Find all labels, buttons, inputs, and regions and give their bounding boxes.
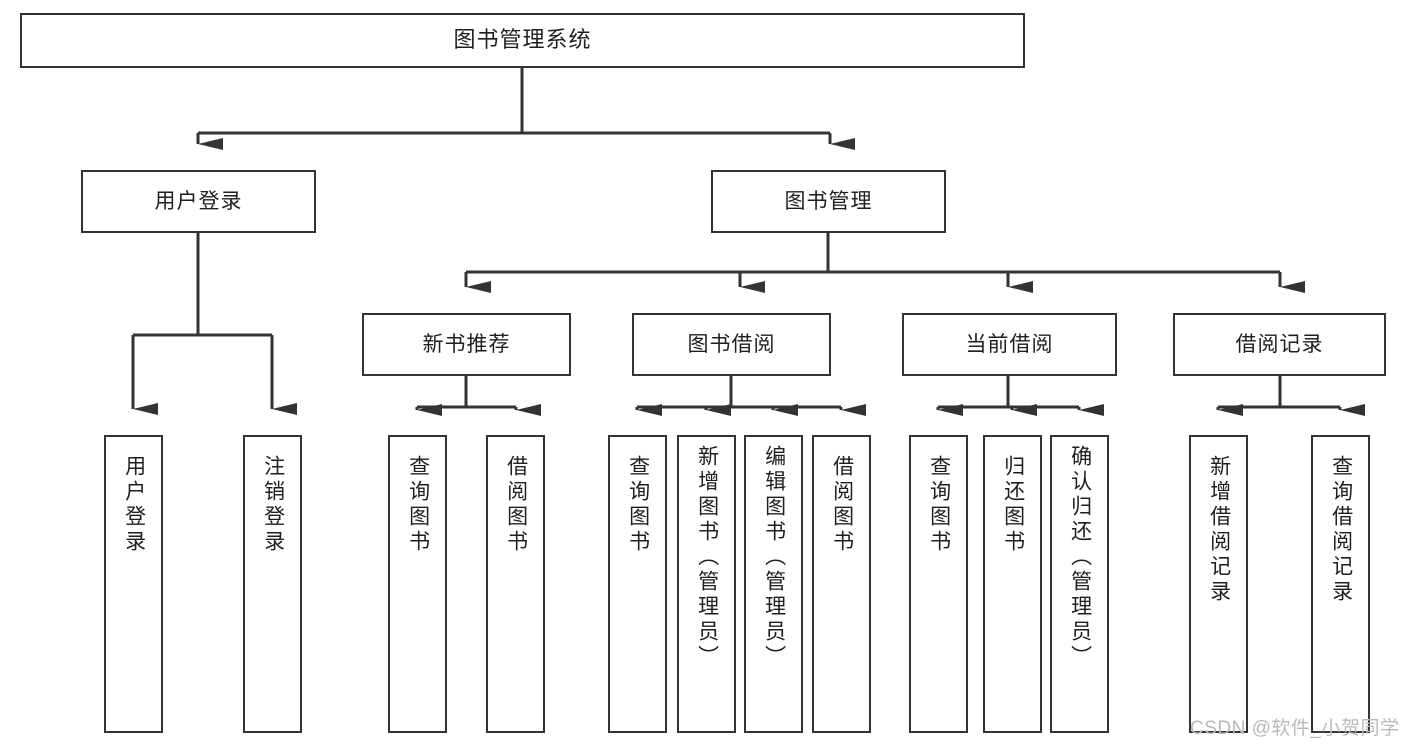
node-label: 确认归还（管理员） [1068, 445, 1092, 670]
node-new-book-rec[interactable]: 新书推荐 [362, 313, 571, 376]
node-leaf-user-login[interactable]: 用户登录 [104, 435, 163, 733]
node-leaf-query-book-borrow[interactable]: 查询图书 [608, 435, 667, 733]
node-user-login[interactable]: 用户登录 [81, 170, 316, 233]
node-label: 图书管理系统 [453, 27, 592, 53]
node-leaf-user-logout[interactable]: 注销登录 [243, 435, 302, 733]
edge-currentborrow-to-leaves [936, 376, 1104, 416]
node-label: 注销登录 [261, 455, 285, 555]
node-leaf-borrow-book-rec[interactable]: 借阅图书 [486, 435, 545, 733]
node-label: 借阅图书 [504, 455, 528, 555]
watermark-text: CSDN @软件_小贺同学 [1190, 718, 1400, 739]
edge-userlogin-to-leaves [131, 233, 297, 415]
node-current-borrow[interactable]: 当前借阅 [902, 313, 1117, 376]
node-leaf-add-record[interactable]: 新增借阅记录 [1189, 435, 1248, 733]
node-label: 查询图书 [406, 455, 430, 555]
node-label: 借阅图书 [830, 455, 854, 555]
node-book-manage[interactable]: 图书管理 [711, 170, 946, 233]
node-leaf-add-book[interactable]: 新增图书（管理员） [677, 435, 736, 733]
edge-newbookrec-to-leaves [415, 376, 541, 416]
edge-bookmanage-to-level3 [464, 233, 1305, 293]
node-leaf-borrow-book[interactable]: 借阅图书 [812, 435, 871, 733]
node-leaf-query-book-rec[interactable]: 查询图书 [388, 435, 447, 733]
node-label: 用户登录 [122, 455, 146, 555]
node-label: 图书管理 [784, 189, 873, 213]
node-label: 归还图书 [1001, 455, 1025, 555]
node-leaf-edit-book[interactable]: 编辑图书（管理员） [744, 435, 803, 733]
node-label: 新增图书（管理员） [695, 445, 719, 670]
node-label: 查询借阅记录 [1329, 455, 1353, 605]
node-label: 查询图书 [927, 455, 951, 555]
node-borrow-record[interactable]: 借阅记录 [1173, 313, 1386, 376]
edge-borrowrecord-to-leaves [1216, 376, 1365, 416]
node-leaf-query-book-cur[interactable]: 查询图书 [909, 435, 968, 733]
node-root-system[interactable]: 图书管理系统 [20, 13, 1025, 68]
node-label: 编辑图书（管理员） [762, 445, 786, 670]
node-label: 借阅记录 [1235, 332, 1324, 356]
node-label: 当前借阅 [965, 332, 1054, 356]
node-label: 新增借阅记录 [1207, 455, 1231, 605]
node-label: 查询图书 [626, 455, 650, 555]
node-label: 图书借阅 [687, 332, 776, 356]
node-leaf-query-record[interactable]: 查询借阅记录 [1311, 435, 1370, 733]
node-label: 用户登录 [154, 189, 243, 213]
node-label: 新书推荐 [422, 332, 511, 356]
node-leaf-confirm-return[interactable]: 确认归还（管理员） [1050, 435, 1109, 733]
node-book-borrow[interactable]: 图书借阅 [632, 313, 831, 376]
edge-bookborrow-to-leaves [635, 376, 866, 416]
edge-root-to-level2 [196, 68, 855, 150]
node-leaf-return-book[interactable]: 归还图书 [983, 435, 1042, 733]
